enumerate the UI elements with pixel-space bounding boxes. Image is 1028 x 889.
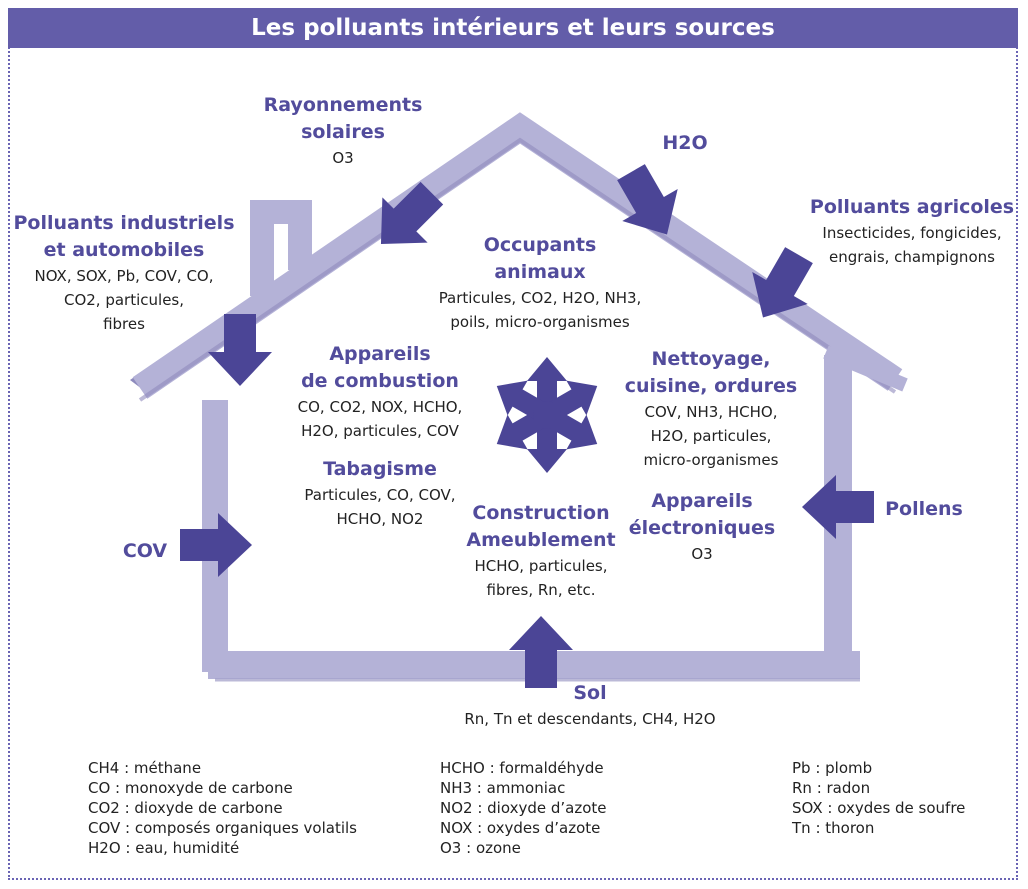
source-title: Ameublement <box>466 529 616 551</box>
source-detail: HCHO, particules, <box>474 557 608 575</box>
arrows <box>180 164 874 688</box>
source-detail: engrais, champignons <box>829 248 995 266</box>
source-detail: H2O, particules, <box>650 427 772 445</box>
source-detail: CO2, particules, <box>63 291 185 309</box>
source-occupants-animaux: Occupants animaux Particules, CO2, H2O, … <box>420 232 660 334</box>
source-detail: H2O, particules, COV <box>301 422 459 440</box>
legend-item: H2O : eau, humidité <box>88 839 240 857</box>
source-detail: O3 <box>332 149 354 167</box>
source-polluants-agricoles: Polluants agricoles Insecticides, fongic… <box>800 194 1024 269</box>
source-tabagisme: Tabagisme Particules, CO, COV, HCHO, NO2 <box>280 456 480 531</box>
legend-item: O3 : ozone <box>440 839 521 857</box>
source-title: solaires <box>301 121 385 143</box>
source-detail: Insecticides, fongicides, <box>822 224 1002 242</box>
source-title: Occupants <box>483 234 597 256</box>
arrow-agricoles <box>752 247 813 318</box>
source-h2o: H2O <box>640 130 730 157</box>
source-detail: micro-organismes <box>643 451 779 469</box>
source-title: Polluants industriels <box>13 212 235 234</box>
source-title: cuisine, ordures <box>624 375 798 397</box>
source-title: Nettoyage, <box>651 348 771 370</box>
legend-column-3: Pb : plomb Rn : radon SOX : oxydes de so… <box>792 758 965 838</box>
diagram-title: Les polluants intérieurs et leurs source… <box>8 8 1018 48</box>
arrow-cov <box>180 513 252 577</box>
legend-item: Pb : plomb <box>792 759 873 777</box>
legend-column-2: HCHO : formaldéhyde NH3 : ammoniac NO2 :… <box>440 758 606 858</box>
legend-item: COV : composés organiques volatils <box>88 819 357 837</box>
source-title: Construction <box>472 502 610 524</box>
source-title: Appareils <box>651 490 753 512</box>
arrow-pollens <box>802 475 874 539</box>
source-construction-ameublement: Construction Ameublement HCHO, particule… <box>446 500 636 602</box>
arrow-industriels <box>208 314 272 386</box>
source-cov: COV <box>110 538 180 565</box>
arrow-solaire <box>380 181 444 245</box>
legend-item: CH4 : méthane <box>88 759 202 777</box>
source-title: Appareils <box>329 343 431 365</box>
source-pollens: Pollens <box>876 496 972 523</box>
legend-item: Tn : thoron <box>792 819 875 837</box>
source-title: animaux <box>494 261 586 283</box>
star-arrows-icon <box>496 357 598 473</box>
legend-item: NO2 : dioxyde d’azote <box>440 799 607 817</box>
source-title: électroniques <box>628 517 776 539</box>
source-appareils-combustion: Appareils de combustion CO, CO2, NOX, HC… <box>282 341 478 443</box>
source-title: Polluants agricoles <box>809 196 1015 218</box>
legend-item: HCHO : formaldéhyde <box>440 759 604 777</box>
legend-item: CO : monoxyde de carbone <box>88 779 293 797</box>
source-detail: O3 <box>691 545 713 563</box>
legend-item: NOX : oxydes d’azote <box>440 819 601 837</box>
source-title: Tabagisme <box>323 458 437 480</box>
source-detail: NOX, SOX, Pb, COV, CO, <box>34 267 214 285</box>
source-title: et automobiles <box>43 239 205 261</box>
source-rayonnements-solaires: Rayonnements solaires O3 <box>238 92 448 170</box>
source-detail: HCHO, NO2 <box>336 510 424 528</box>
arrow-h2o <box>617 164 678 235</box>
source-title: H2O <box>662 132 708 154</box>
source-detail: Particules, CO, COV, <box>304 486 456 504</box>
source-nettoyage: Nettoyage, cuisine, ordures COV, NH3, HC… <box>606 346 816 472</box>
source-detail: Rn, Tn et descendants, CH4, H2O <box>464 710 716 728</box>
source-detail: fibres, Rn, etc. <box>486 581 596 599</box>
source-detail: poils, micro-organismes <box>450 313 630 331</box>
source-appareils-electroniques: Appareils électroniques O3 <box>612 488 792 566</box>
source-title: Pollens <box>885 498 963 520</box>
legend-item: CO2 : dioxyde de carbone <box>88 799 283 817</box>
source-title: COV <box>122 540 168 562</box>
source-detail: CO, CO2, NOX, HCHO, <box>297 398 463 416</box>
legend-column-1: CH4 : méthane CO : monoxyde de carbone C… <box>88 758 357 858</box>
source-title: Sol <box>573 682 607 704</box>
arrow-sol <box>509 616 573 688</box>
legend-item: SOX : oxydes de soufre <box>792 799 966 817</box>
source-detail: COV, NH3, HCHO, <box>644 403 778 421</box>
legend-item: NH3 : ammoniac <box>440 779 566 797</box>
source-title: de combustion <box>301 370 459 392</box>
source-title: Rayonnements <box>263 94 423 116</box>
source-detail: fibres <box>103 315 145 333</box>
source-polluants-industriels: Polluants industriels et automobiles NOX… <box>10 210 238 336</box>
source-sol: Sol Rn, Tn et descendants, CH4, H2O <box>420 680 760 731</box>
source-detail: Particules, CO2, H2O, NH3, <box>438 289 642 307</box>
legend-item: Rn : radon <box>792 779 871 797</box>
